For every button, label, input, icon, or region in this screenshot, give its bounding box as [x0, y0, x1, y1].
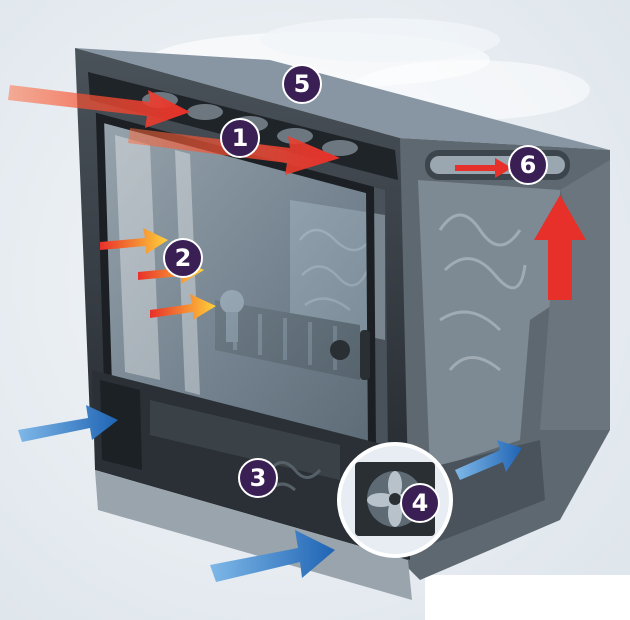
hot-air-arrow-icon — [534, 195, 586, 300]
back-wall — [418, 180, 560, 470]
cold-air-arrows — [18, 405, 522, 582]
callout-1: 1 — [220, 118, 260, 158]
corner-blank — [425, 575, 630, 620]
side-intake-panel — [420, 440, 545, 545]
callout-4-label: 4 — [412, 489, 429, 517]
callout-3-label: 3 — [250, 464, 267, 492]
intake-grille-left — [100, 380, 142, 470]
glass-door — [100, 118, 372, 450]
callout-4: 4 — [400, 483, 440, 523]
door-handle — [360, 330, 370, 380]
cold-air-arrow-icon — [455, 440, 522, 480]
hot-air-arrow-icon — [8, 85, 190, 128]
callout-3: 3 — [238, 458, 278, 498]
top-surface — [75, 48, 610, 150]
callout-5-label: 5 — [294, 70, 311, 98]
warm-air-arrow-icon — [150, 294, 216, 320]
callout-2-label: 2 — [175, 244, 192, 272]
ash-drawer — [150, 400, 340, 480]
callout-2: 2 — [163, 238, 203, 278]
door-handle-knob — [330, 340, 350, 360]
warm-air-arrow-icon — [100, 228, 168, 254]
callout-5: 5 — [282, 64, 322, 104]
callout-6-label: 6 — [520, 151, 537, 179]
relief-ornament — [438, 213, 527, 372]
cold-air-arrow-icon — [210, 530, 335, 582]
callout-1-label: 1 — [232, 124, 249, 152]
plinth — [95, 470, 412, 600]
outer-shell — [540, 160, 610, 430]
duct-arrows — [455, 158, 586, 300]
cold-air-arrow-icon — [18, 405, 118, 442]
hot-air-arrow-icon — [455, 158, 512, 178]
callout-6: 6 — [508, 145, 548, 185]
